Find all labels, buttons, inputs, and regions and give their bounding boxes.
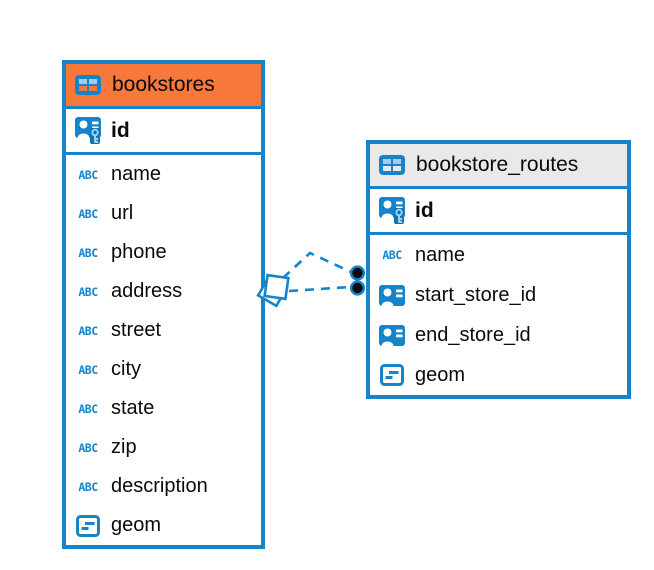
text-type-icon: ABC [78,479,98,494]
column-name: description [111,475,208,497]
text-type-icon: ABC [382,248,402,262]
column-row[interactable]: ABC name [66,155,261,194]
column-row[interactable]: end_store_id [370,315,627,355]
column-row-pk[interactable]: id [66,109,261,155]
column-row[interactable]: geom [370,355,627,395]
erd-table-bookstores[interactable]: bookstores id ABC name ABC url ABC phone… [62,60,265,549]
column-name: name [111,163,162,185]
column-row[interactable]: start_store_id [370,275,627,315]
erd-table-bookstore-routes[interactable]: bookstore_routes id ABC name start_store… [366,140,631,399]
relation-endpoint-dot-lower[interactable] [349,280,366,296]
column-name: state [111,397,155,419]
table-header-bookstores[interactable]: bookstores [66,64,261,109]
column-name: geom [111,514,162,536]
table-title: bookstores [112,73,215,96]
column-row[interactable]: ABC state [66,389,261,428]
relation-endpoint-dot-upper[interactable] [349,265,366,281]
relation-line-lower[interactable] [288,285,351,293]
text-type-icon: ABC [78,206,98,221]
column-name: address [111,280,183,302]
column-name: street [111,319,162,341]
text-type-icon: ABC [78,167,98,182]
column-name: url [111,202,134,224]
text-type-icon: ABC [78,323,98,338]
column-row[interactable]: geom [66,506,261,545]
text-type-icon: ABC [78,284,98,299]
column-name: phone [111,241,167,263]
column-row[interactable]: ABC street [66,311,261,350]
text-type-icon: ABC [78,245,98,260]
column-row-pk[interactable]: id [370,189,627,235]
text-type-icon: ABC [78,440,98,455]
table-header-bookstore-routes[interactable]: bookstore_routes [370,144,627,189]
column-name: id [111,118,130,142]
column-name: zip [111,436,137,458]
text-type-icon: ABC [78,362,98,377]
column-name: name [415,243,466,266]
column-row[interactable]: ABC address [66,272,261,311]
relation-diamond-marker[interactable] [256,273,290,308]
column-row[interactable]: ABC phone [66,233,261,272]
text-type-icon: ABC [78,401,98,416]
column-name: city [111,358,141,380]
column-name: start_store_id [415,283,537,306]
column-row[interactable]: ABC name [370,235,627,275]
column-row[interactable]: ABC zip [66,428,261,467]
relation-line-upper[interactable] [282,251,352,279]
column-row[interactable]: ABC city [66,350,261,389]
column-name: id [415,198,434,222]
column-row[interactable]: ABC url [66,194,261,233]
column-name: end_store_id [415,323,531,346]
column-name: geom [415,363,466,386]
table-title: bookstore_routes [416,153,579,176]
column-row[interactable]: ABC description [66,467,261,506]
